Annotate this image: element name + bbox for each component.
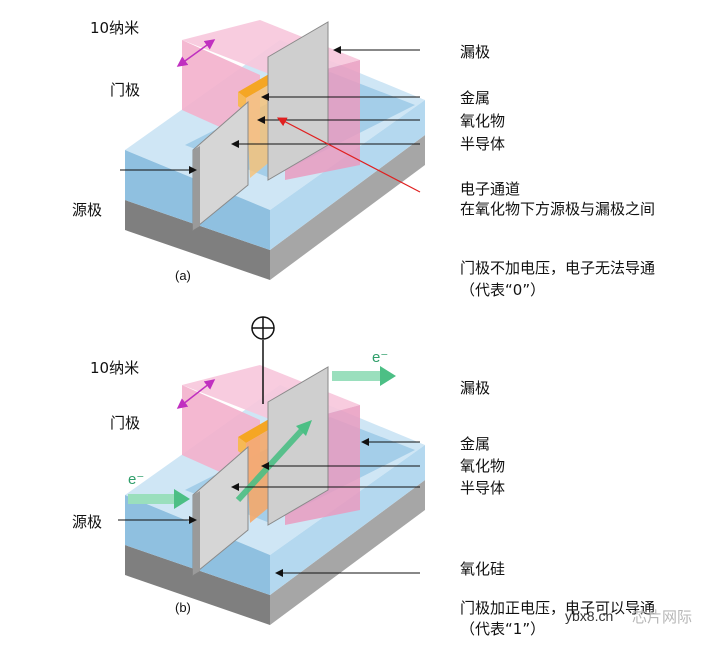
panel-a-size-label: 10纳米 — [90, 19, 140, 37]
panel-a-channel-line1: 电子通道 — [460, 180, 521, 198]
panel-a-base-front — [125, 200, 270, 280]
panel-b-electron-out-head — [380, 366, 396, 386]
panel-a-drain-label: 漏极 — [460, 43, 491, 61]
panel-b-oxide-right — [270, 445, 425, 595]
panel-b-metal-label: 金属 — [460, 435, 491, 453]
panel-a-oxide-label: 氧化物 — [460, 112, 506, 130]
panel-a-source-label: 源极 — [72, 201, 103, 219]
panel-b-semiconductor-label: 半导体 — [460, 479, 506, 497]
watermark-brand: 芯片网际 — [632, 608, 693, 626]
panel-a-state-line1: 门极不加电压，电子无法导通 — [460, 259, 656, 277]
panel-a-leaders — [120, 46, 420, 174]
panel-b-leaders — [118, 438, 420, 577]
panel-b-base-right — [270, 480, 425, 625]
panel-b-state-line1: 门极加正电压，电子可以导通 — [460, 599, 656, 617]
panel-a-semiconductor-label: 半导体 — [460, 135, 506, 153]
panel-b-electron-in-label: e⁻ — [128, 471, 145, 488]
watermark-site: ybx8.cn — [565, 608, 614, 624]
panel-b-silicon-oxide-label: 氧化硅 — [460, 560, 506, 578]
panel-b-base-front — [125, 545, 270, 625]
panel-b-source-label: 源极 — [72, 513, 103, 531]
panel-a-channel-arrow — [276, 117, 421, 193]
panel-b-electron-out-label: e⁻ — [372, 349, 389, 366]
panel-b-channel-flow-head — [296, 420, 312, 436]
panel-b-drain-plate — [267, 366, 329, 526]
panel-a-state-line2: （代表“0”） — [460, 281, 546, 299]
panel-a-gate-label: 门极 — [110, 81, 141, 99]
panel-a-drain-plate — [267, 21, 329, 181]
panel-a-source-edge — [193, 146, 200, 230]
panel-b-caption: (b) — [175, 600, 191, 615]
panel-a-size-arrow — [176, 39, 216, 67]
panel-a-oxide-right — [270, 100, 425, 250]
panel-b-channel-flow-arrow — [235, 427, 305, 503]
panel-b-gate-label: 门极 — [110, 414, 141, 432]
panel-a-channel-line2: 在氧化物下方源极与漏极之间 — [460, 200, 656, 218]
panel-a-metal-label: 金属 — [460, 89, 491, 107]
panel-a-base-right — [270, 135, 425, 280]
panel-a-caption: (a) — [175, 268, 191, 283]
panel-b-size-label: 10纳米 — [90, 359, 140, 377]
panel-b-state-line2: （代表“1”） — [460, 620, 546, 638]
panel-b-electron-out-arrow — [332, 371, 380, 381]
panel-a-device — [125, 20, 425, 280]
panel-b-size-arrow — [176, 379, 216, 409]
panel-b-electron-in-arrow — [128, 494, 174, 504]
panel-b-device — [125, 316, 425, 625]
panel-b-electron-in-head — [174, 489, 190, 509]
panel-b-oxide-label: 氧化物 — [460, 457, 506, 475]
panel-b-source-edge — [193, 491, 200, 575]
panel-b-drain-label: 漏极 — [460, 379, 491, 397]
